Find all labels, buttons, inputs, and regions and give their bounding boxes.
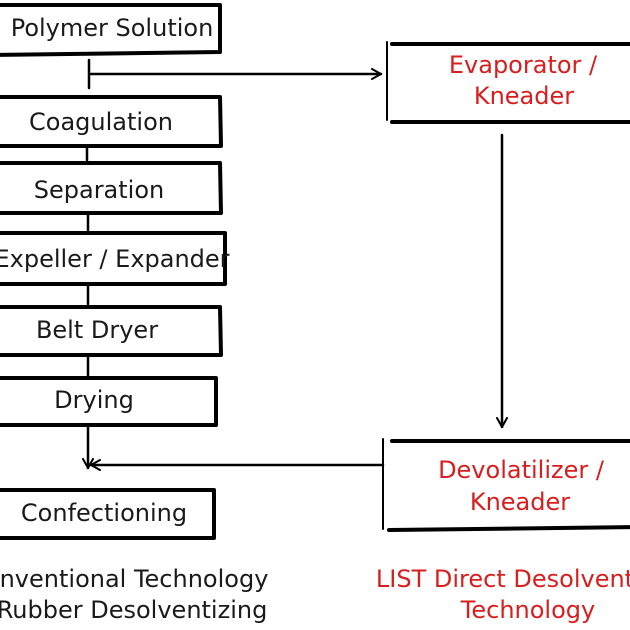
list-devolatilizer-kneader: Devolatilizer / Kneader <box>382 438 630 532</box>
devolatilizer-kneader-line2: Kneader <box>470 488 570 516</box>
step-separation-label: Separation <box>34 176 165 204</box>
list-evaporator-kneader: Evaporator / Kneader <box>386 41 630 124</box>
list-caption-line2: Technology <box>460 596 595 624</box>
list-caption: LIST Direct Desolvent Technology <box>376 565 630 624</box>
list-caption-line1: LIST Direct Desolvent <box>376 565 630 593</box>
conventional-caption-line2: Rubber Desolventizing <box>0 596 267 624</box>
conventional-caption-line1: nventional Technology <box>0 565 268 593</box>
devolatilizer-kneader-line1: Devolatilizer / <box>438 456 605 484</box>
step-drying: Drying <box>0 376 218 427</box>
step-expeller-expander-label: Expeller / Expander <box>0 245 230 273</box>
evaporator-kneader-line1: Evaporator / <box>449 51 598 79</box>
step-belt-dryer-label: Belt Dryer <box>36 316 158 344</box>
step-polymer-solution: Polymer Solution <box>0 3 222 57</box>
step-separation: Separation <box>0 161 223 215</box>
step-expeller-expander: Expeller / Expander <box>0 231 230 286</box>
step-confectioning-label: Confectioning <box>21 499 187 527</box>
conventional-caption: nventional Technology Rubber Desolventiz… <box>0 565 268 624</box>
evaporator-kneader-line2: Kneader <box>474 82 574 110</box>
conventional-spine <box>85 58 91 378</box>
step-belt-dryer: Belt Dryer <box>0 305 223 357</box>
step-coagulation: Coagulation <box>0 95 223 148</box>
step-coagulation-label: Coagulation <box>29 108 173 136</box>
step-confectioning: Confectioning <box>0 488 216 540</box>
step-drying-label: Drying <box>54 386 134 414</box>
step-polymer-solution-label: Polymer Solution <box>11 14 214 42</box>
